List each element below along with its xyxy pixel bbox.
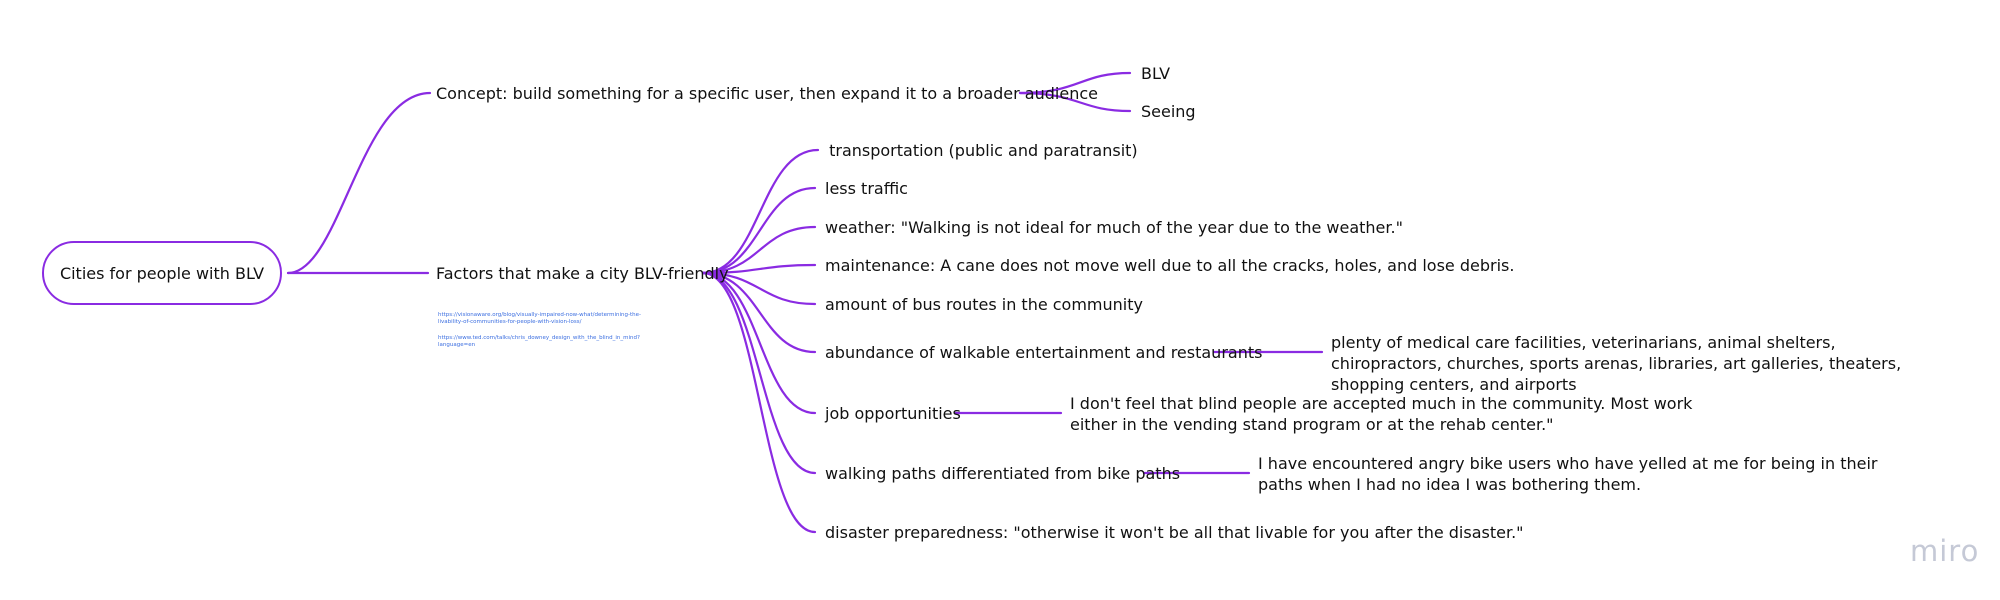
- factor-item-maintenance[interactable]: maintenance: A cane does not move well d…: [825, 256, 1515, 275]
- connector-factors-transportation: [701, 148, 820, 275]
- factor-item-less-traffic[interactable]: less traffic: [825, 179, 908, 198]
- factor-item-weather[interactable]: weather: "Walking is not ideal for much …: [825, 218, 1403, 237]
- connector-concept-blv: [1018, 71, 1132, 95]
- connector-factors-maintenance: [701, 263, 817, 275]
- connector-factors-jobs: [701, 271, 817, 415]
- connector-concept-seeing: [1018, 91, 1132, 113]
- concept-node[interactable]: Concept: build something for a specific …: [436, 83, 1098, 104]
- connector-factors-disaster: [701, 271, 817, 534]
- root-node-label: Cities for people with BLV: [59, 263, 265, 283]
- factor-item-walking-paths[interactable]: walking paths differentiated from bike p…: [825, 464, 1181, 483]
- reference-link[interactable]: https://visionaware.org/blog/visually-im…: [438, 312, 641, 325]
- factor-item-entertainment[interactable]: abundance of walkable entertainment and …: [825, 343, 1263, 362]
- concept-child-seeing[interactable]: Seeing: [1141, 102, 1196, 121]
- reference-links: https://visionaware.org/blog/visually-im…: [438, 312, 658, 349]
- detail-walking-paths[interactable]: I have encountered angry bike users who …: [1258, 454, 1878, 494]
- reference-link[interactable]: https://www.ted.com/talks/chris_downey_d…: [438, 335, 640, 348]
- factor-item-jobs[interactable]: job opportunities: [825, 404, 961, 423]
- connector-factors-traffic: [701, 186, 817, 275]
- concept-child-blv[interactable]: BLV: [1141, 64, 1171, 83]
- connector-factors-entertainment: [701, 271, 817, 354]
- concept-node-label: Concept: build something for a specific …: [436, 84, 1098, 103]
- factors-node[interactable]: Factors that make a city BLV-friendly: [436, 263, 729, 284]
- connector-factors-walking-paths: [701, 271, 817, 475]
- miro-logo: miro: [1910, 534, 1980, 568]
- detail-entertainment[interactable]: plenty of medical care facilities, veter…: [1331, 333, 1902, 394]
- root-node[interactable]: Cities for people with BLV: [42, 241, 282, 305]
- connector-factors-weather: [701, 225, 817, 275]
- factor-item-disaster[interactable]: disaster preparedness: "otherwise it won…: [825, 523, 1524, 542]
- factor-item-transportation[interactable]: transportation (public and paratransit): [824, 141, 1138, 160]
- detail-jobs[interactable]: I don't feel that blind people are accep…: [1070, 394, 1693, 434]
- factors-node-label: Factors that make a city BLV-friendly: [436, 264, 729, 283]
- factor-item-bus-routes[interactable]: amount of bus routes in the community: [825, 295, 1143, 314]
- connector-factors-bus-routes: [701, 271, 817, 306]
- connector-root-concept: [286, 91, 432, 275]
